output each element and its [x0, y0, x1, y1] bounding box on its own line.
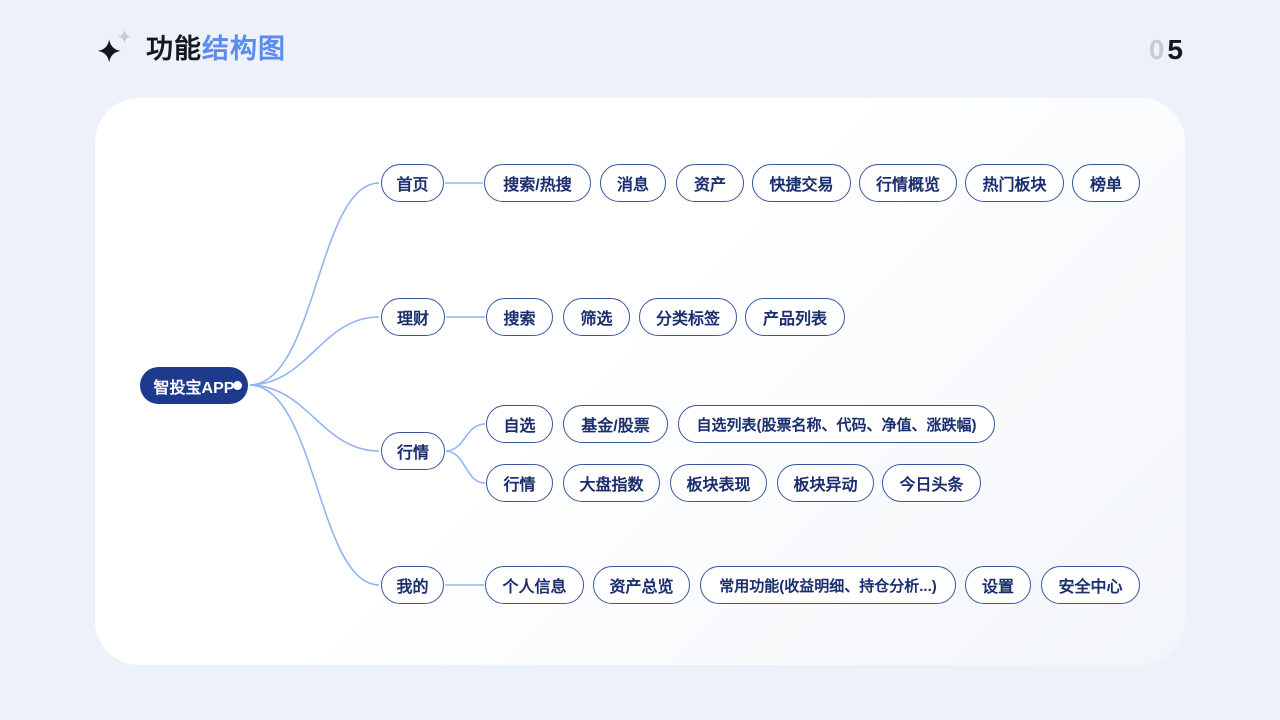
market-sector-movers: 板块异动 [777, 464, 874, 502]
page-title: 功能结构图 [146, 28, 286, 70]
page-title-blue: 结构图 [202, 34, 286, 64]
home-rankings: 榜单 [1072, 164, 1140, 202]
profile-common-functions: 常用功能(收益明细、持仓分析...) [700, 566, 956, 604]
root-node-app: 智投宝APP [140, 367, 248, 404]
market-watchlist: 自选 [486, 405, 553, 443]
wealth-filter: 筛选 [563, 298, 630, 336]
profile-personal-info: 个人信息 [485, 566, 584, 604]
profile-security-center: 安全中心 [1041, 566, 1140, 604]
root-connector-dot [233, 381, 242, 390]
profile-settings: 设置 [965, 566, 1031, 604]
wealth-product-list: 产品列表 [745, 298, 845, 336]
branch-wealth: 理财 [381, 298, 445, 336]
home-quick-trade: 快捷交易 [752, 164, 851, 202]
page-title-dark: 功能 [146, 34, 202, 64]
market-watchlist-detail: 自选列表(股票名称、代码、净值、涨跌幅) [678, 405, 995, 443]
market-index: 大盘指数 [563, 464, 660, 502]
branch-profile: 我的 [381, 566, 444, 604]
home-search-hot: 搜索/热搜 [484, 164, 591, 202]
sparkle-icon [97, 29, 132, 63]
branch-market: 行情 [381, 432, 445, 470]
profile-asset-overview: 资产总览 [593, 566, 690, 604]
logo-title: 功能结构图 [92, 28, 286, 70]
market-quotes: 行情 [486, 464, 553, 502]
market-sector-performance: 板块表现 [670, 464, 767, 502]
page-number-dim: 0 [1148, 34, 1168, 65]
home-messages: 消息 [600, 164, 666, 202]
home-market-overview: 行情概览 [859, 164, 957, 202]
page-number: 05 [1149, 30, 1186, 70]
page-number-dark: 5 [1167, 34, 1186, 65]
market-today-headlines: 今日头条 [882, 464, 981, 502]
market-fund-stock: 基金/股票 [563, 405, 668, 443]
home-hot-sectors: 热门板块 [965, 164, 1064, 202]
wealth-category-tags: 分类标签 [639, 298, 737, 336]
wealth-search: 搜索 [486, 298, 553, 336]
home-assets: 资产 [676, 164, 744, 202]
branch-home: 首页 [381, 164, 444, 202]
header: 功能结构图 05 [92, 28, 1188, 72]
